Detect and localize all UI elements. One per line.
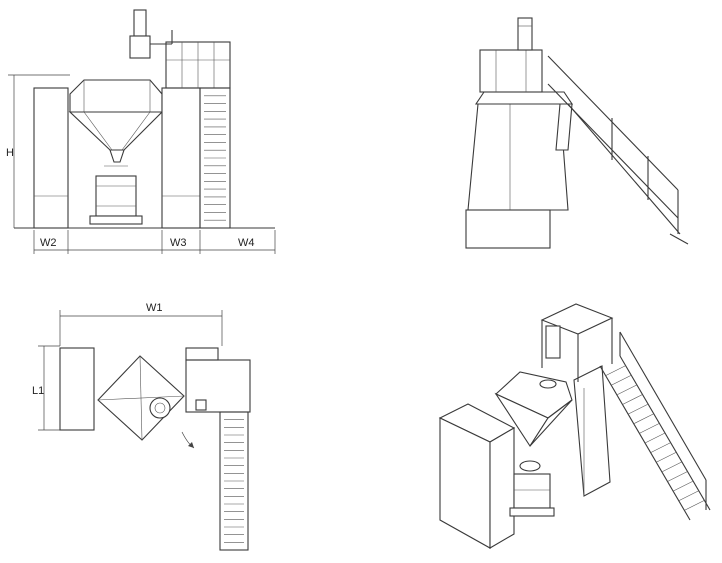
iso-stair-tread <box>605 365 626 376</box>
side-stair-stringer <box>567 103 681 235</box>
iso-stair-tread <box>611 374 632 386</box>
side-dust-collector <box>517 17 533 51</box>
isometric-view <box>438 303 711 549</box>
top-stairs <box>219 411 249 551</box>
label-h: H <box>6 147 14 159</box>
iso-stair-tread <box>656 451 677 463</box>
ibc-bin <box>95 175 137 217</box>
iso-ibc-base <box>509 507 555 517</box>
iso-ibc <box>513 473 551 509</box>
iso-stair-tread <box>678 490 699 502</box>
side-rail-top <box>547 55 679 191</box>
side-view <box>465 17 689 249</box>
label-w4: W4 <box>238 237 255 249</box>
top-platform <box>185 359 251 413</box>
ibc-base <box>89 215 143 225</box>
label-l1: L1 <box>32 385 44 397</box>
iso-ibc-lid <box>519 460 541 472</box>
iso-stair-tread <box>672 480 694 492</box>
side-column <box>467 103 569 211</box>
label-w2: W2 <box>40 237 57 249</box>
label-w1: W1 <box>146 302 163 314</box>
iso-stair-tread <box>616 384 638 396</box>
iso-dust-collector <box>545 325 561 359</box>
iso-hopper-cone-side <box>529 399 573 447</box>
iso-stair-tread <box>639 423 660 434</box>
iso-stair-tread <box>661 461 683 473</box>
hopper-cone <box>68 111 164 151</box>
iso-stair-tread <box>627 403 649 415</box>
rotation-arrow-head <box>188 442 194 448</box>
iso-right-column <box>573 365 611 497</box>
iso-stair-tread <box>644 432 666 444</box>
top-right-column <box>185 347 219 361</box>
iso-stair-tread <box>684 500 705 511</box>
iso-hopper-lid <box>539 379 557 389</box>
top-drive-hub <box>149 397 171 419</box>
top-stair-steps <box>224 419 244 543</box>
dust-collector <box>133 9 147 37</box>
discharge-valve <box>109 149 125 163</box>
side-base <box>465 209 551 249</box>
iso-stair-tread <box>667 471 688 482</box>
iso-stair-steps <box>605 365 705 511</box>
top-motor <box>195 399 207 411</box>
iso-rail <box>619 331 707 481</box>
stair-steps <box>204 95 226 221</box>
front-view: H W2 W3 W4 <box>6 9 276 254</box>
iso-left-column-side <box>489 427 515 549</box>
top-view: W1 L1 <box>32 302 251 551</box>
iso-stair-tread <box>633 413 654 425</box>
iso-stair-tread <box>650 442 671 453</box>
label-w3: W3 <box>170 237 187 249</box>
right-column <box>161 87 201 229</box>
dust-collector-body <box>129 35 151 59</box>
top-left-column <box>59 347 95 431</box>
side-cage <box>479 49 543 93</box>
left-column <box>33 87 69 229</box>
iso-stair-tread <box>622 394 643 405</box>
